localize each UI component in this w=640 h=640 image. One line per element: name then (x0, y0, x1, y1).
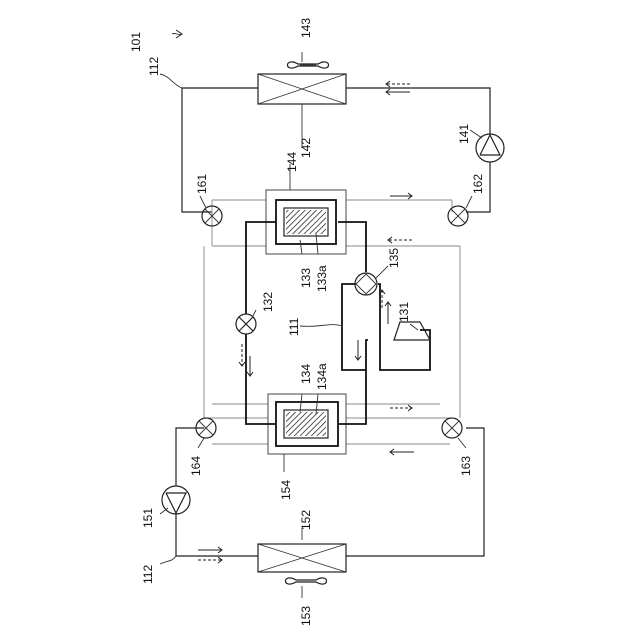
label-134a: 134a (315, 363, 329, 390)
label-143: 143 (299, 18, 313, 38)
label-111: 111 (287, 317, 301, 336)
top-outer-loop (182, 88, 490, 212)
label-152: 152 (299, 510, 313, 530)
heat-exchanger-152 (258, 544, 346, 572)
label-132: 132 (261, 292, 275, 312)
label-154: 154 (279, 480, 293, 500)
label-133a: 133a (315, 265, 329, 292)
label-101: 101 (129, 32, 143, 52)
valve-162-icon (448, 206, 468, 226)
fan-143-icon (288, 62, 329, 68)
bottom-outer-loop (176, 428, 484, 556)
fan-153-icon (286, 578, 327, 584)
label-144: 144 (285, 152, 299, 172)
label-151: 151 (141, 508, 155, 528)
label-163: 163 (459, 456, 473, 476)
label-162: 162 (471, 174, 485, 194)
label-134: 134 (299, 364, 313, 384)
inner-frame (204, 200, 460, 444)
label-164: 164 (189, 456, 203, 476)
label-141: 141 (457, 124, 471, 144)
four-way-valve-135-icon (355, 273, 377, 295)
label-153: 153 (299, 606, 313, 626)
label-161: 161 (195, 174, 209, 194)
heat-exchanger-154 (268, 394, 346, 454)
leader-lines (160, 30, 482, 598)
label-112-top: 112 (147, 57, 161, 76)
label-133: 133 (299, 268, 313, 288)
compressor-131-icon (394, 322, 430, 340)
pump-141-icon (476, 134, 504, 162)
heat-exchanger-144 (266, 190, 346, 254)
valve-163-icon (442, 418, 462, 438)
label-142: 142 (299, 138, 313, 158)
label-131: 131 (397, 302, 411, 322)
heat-exchanger-142 (258, 74, 346, 104)
label-135: 135 (387, 248, 401, 268)
label-112-bottom: 112 (141, 565, 155, 584)
